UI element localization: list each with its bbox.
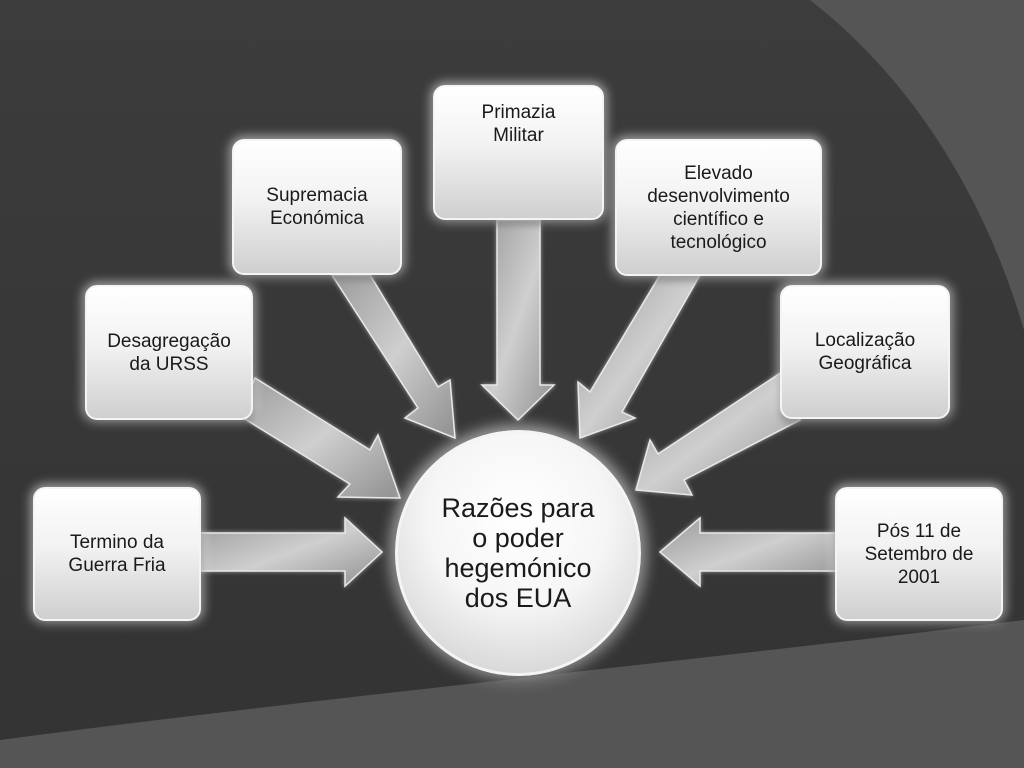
reason-label: Primazia Militar (481, 102, 556, 146)
arrow-pos-11-setembro (658, 516, 837, 588)
reason-box-supremacia-economica: Supremacia Económica (232, 139, 402, 275)
arrow-desagregacao-urss (239, 376, 402, 499)
arrow-localizacao-geografica (635, 370, 801, 496)
reason-box-pos-11-setembro: Pós 11 de Setembro de 2001 (835, 487, 1003, 621)
center-label: Razões para o poder hegemónico dos EUA (441, 493, 595, 613)
arrow-supremacia-economica (330, 274, 456, 440)
reason-label: Elevado desenvolvimento científico e tec… (647, 162, 790, 253)
arrow-primazia-militar (480, 219, 556, 422)
reason-box-primazia-militar: Primazia Militar (433, 85, 604, 220)
arrow-termino-guerra-fria (199, 516, 384, 588)
reason-label: Termino da Guerra Fria (68, 532, 166, 576)
reason-box-elevado-desenvolvimento: Elevado desenvolvimento científico e tec… (615, 139, 822, 276)
background-curve-bottom (0, 620, 1024, 768)
arrow-elevado-desenvolvimento (577, 274, 702, 440)
reason-label: Pós 11 de Setembro de 2001 (864, 520, 974, 588)
reason-box-localizacao-geografica: Localização Geográfica (780, 285, 950, 419)
center-circle: Razões para o poder hegemónico dos EUA (395, 430, 641, 676)
reason-box-termino-guerra-fria: Termino da Guerra Fria (33, 487, 201, 621)
reason-label: Supremacia Económica (266, 185, 368, 229)
reason-label: Desagregação da URSS (107, 330, 231, 375)
reason-label: Localização Geográfica (814, 330, 916, 374)
reason-box-desagregacao-urss: Desagregação da URSS (85, 285, 253, 420)
background-curve-top-right (810, 0, 1024, 330)
